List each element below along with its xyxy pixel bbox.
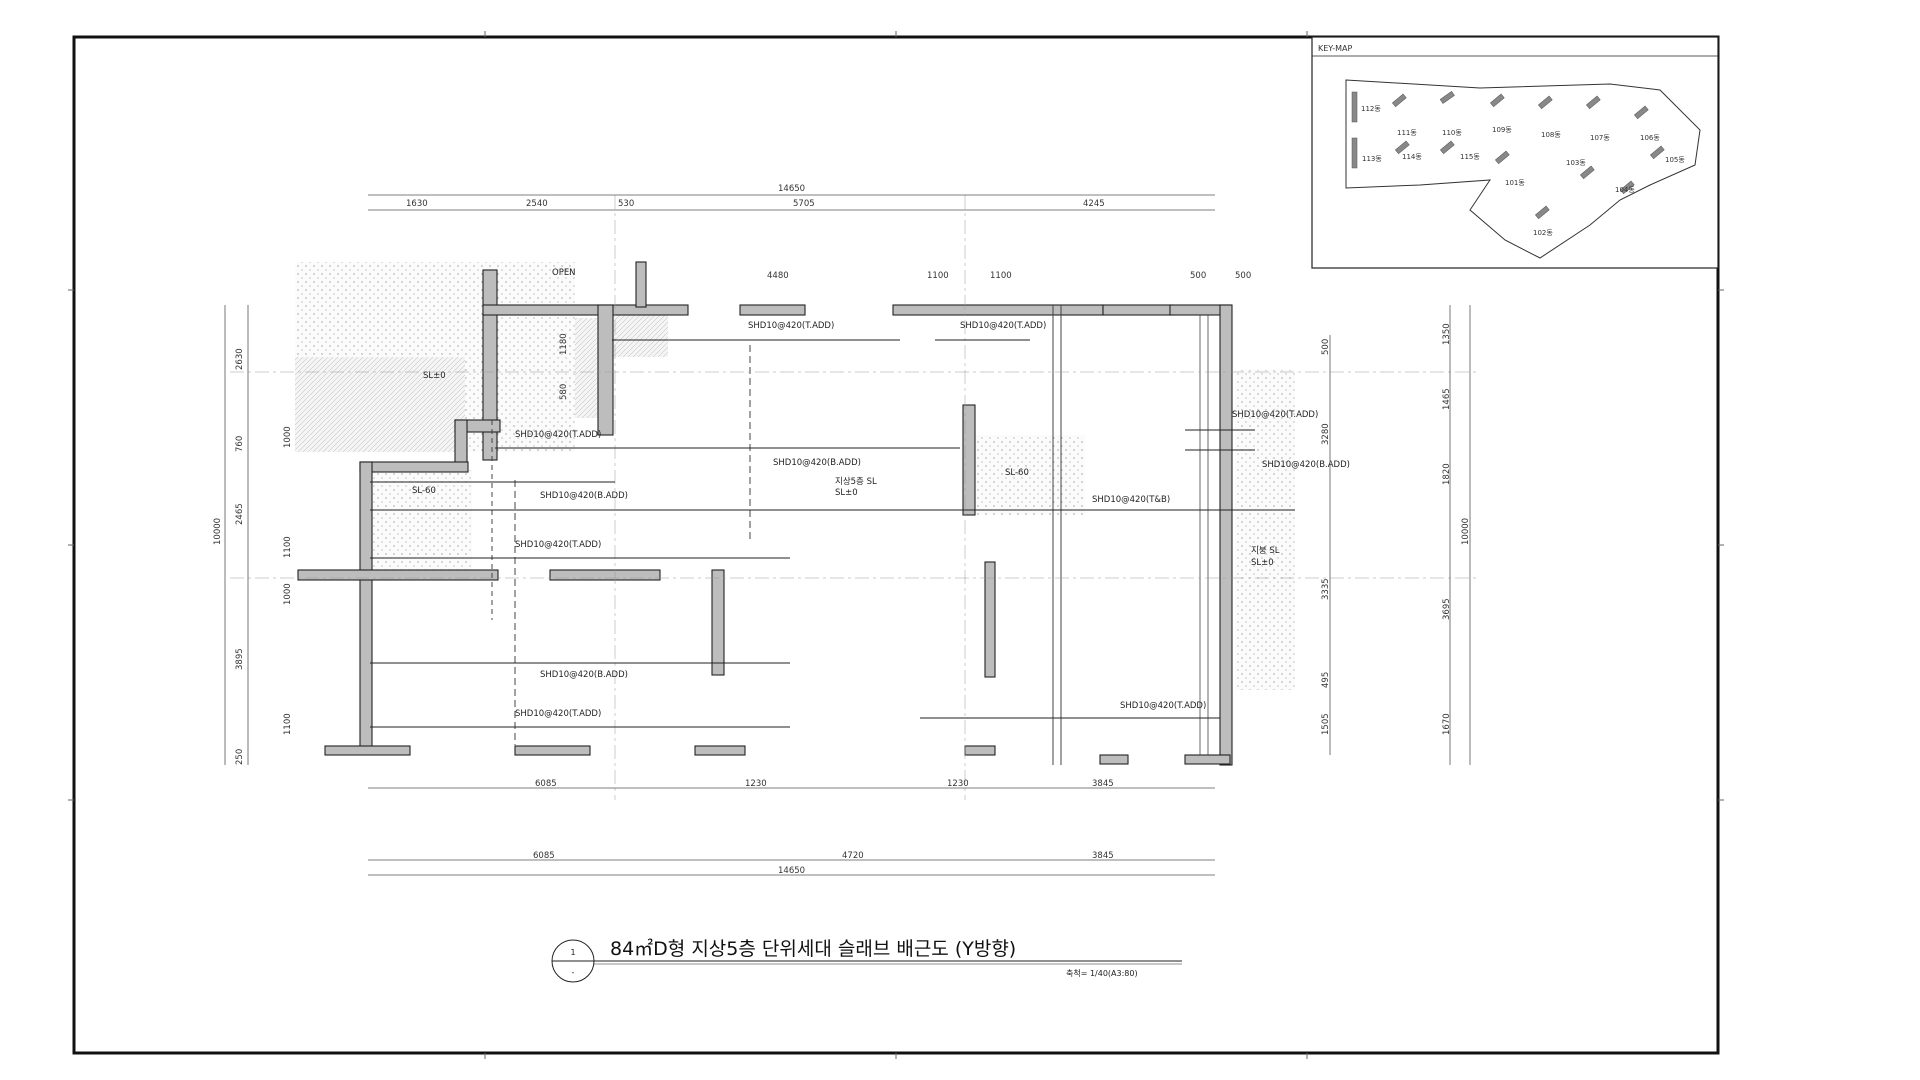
rebar-label-11: SHD10@420(T.ADD) <box>515 709 601 719</box>
dim-left-total: 10000 <box>213 518 223 545</box>
dim-right-4: 3695 <box>1442 598 1452 620</box>
keymap-building-114: 114동 <box>1402 153 1422 161</box>
reference-lines <box>230 195 1480 800</box>
keymap-building-111: 111동 <box>1397 129 1417 137</box>
dim-left-inner-6: 1100 <box>283 713 293 735</box>
keymap-building-110: 110동 <box>1442 129 1462 137</box>
dim-top-inner-2: 1100 <box>927 271 949 281</box>
drawing-title: 84㎡D형 지상5층 단위세대 슬래브 배근도 (Y방향) <box>610 937 1016 960</box>
keymap-building-115: 115동 <box>1460 153 1480 161</box>
rebar-label-2: SHD10@420(T.ADD) <box>960 321 1046 331</box>
dim-left-inner-1: 1180 <box>559 333 569 355</box>
dim-left-4: 3895 <box>235 648 245 670</box>
dim-right-inner-2: 3280 <box>1321 423 1331 445</box>
dim-top-3: 530 <box>618 199 634 209</box>
border-ticks <box>68 31 1724 1059</box>
level-label-7: SL±0 <box>1251 558 1274 568</box>
level-label-3: SL-60 <box>1005 468 1029 478</box>
dim-bottom-2: 4720 <box>842 851 864 861</box>
dim-left-1: 2630 <box>235 348 245 370</box>
dim-top-inner-4: 500 <box>1190 271 1206 281</box>
detail-number: 1 <box>570 948 575 957</box>
structural-walls <box>297 261 1233 766</box>
keymap-building-103: 103동 <box>1566 159 1586 167</box>
level-label-5: SL±0 <box>835 488 858 498</box>
keymap-building-104: 104동 <box>1615 186 1635 194</box>
dim-top-4: 5705 <box>793 199 815 209</box>
dim-bottom-inner-3: 1230 <box>947 779 969 789</box>
dim-right-total: 10000 <box>1461 518 1471 545</box>
drawing-title-block: 1 - 84㎡D형 지상5층 단위세대 슬래브 배근도 (Y방향) 축척= 1/… <box>551 937 1182 983</box>
dim-left-3: 2465 <box>235 503 245 525</box>
dim-right-inner-1: 500 <box>1321 339 1331 355</box>
dim-right-inner-5: 1505 <box>1321 713 1331 735</box>
dim-top-2: 2540 <box>526 199 548 209</box>
building-icons <box>1351 90 1665 220</box>
dim-bottom-1: 6085 <box>533 851 555 861</box>
key-map: KEY-MAP 112동 111동 110동 109동 108동 107동 10… <box>1311 36 1719 269</box>
key-map-label: KEY-MAP <box>1318 44 1353 53</box>
rebar-lines <box>370 339 1295 728</box>
rebar-label-7: SHD10@420(T&B) <box>1092 495 1170 505</box>
rebar-label-6: SHD10@420(T.ADD) <box>515 430 601 440</box>
dim-right-3: 1820 <box>1442 463 1452 485</box>
dim-right-inner-4: 495 <box>1321 672 1331 688</box>
dim-top-1: 1630 <box>406 199 428 209</box>
dim-right-5: 1670 <box>1442 713 1452 735</box>
rebar-label-9: SHD10@420(B.ADD) <box>540 670 628 680</box>
scale-text: 축척= 1/40(A3:80) <box>1066 969 1138 978</box>
keymap-building-108: 108동 <box>1541 131 1561 139</box>
level-label-2: SL-60 <box>412 486 436 496</box>
level-label-4: 지상5층 SL <box>835 476 877 487</box>
keymap-building-112: 112동 <box>1361 105 1381 113</box>
rebar-label-4: SHD10@420(B.ADD) <box>1262 460 1350 470</box>
dim-bottom-3: 3845 <box>1092 851 1114 861</box>
detail-sheet: - <box>572 968 575 977</box>
site-outline <box>1345 79 1701 259</box>
dim-bottom-inner-2: 1230 <box>745 779 767 789</box>
dim-right-2: 1465 <box>1442 388 1452 410</box>
rebar-label-10: SHD10@420(T.ADD) <box>515 540 601 550</box>
dim-top-total: 14650 <box>778 184 805 194</box>
rebar-label-12: SHD10@420(T.ADD) <box>1120 701 1206 711</box>
keymap-building-101: 101동 <box>1505 179 1525 187</box>
level-label-6: 지붕 SL <box>1251 546 1280 556</box>
dim-left-5: 250 <box>235 749 245 765</box>
dim-left-2: 760 <box>235 436 245 452</box>
rebar-label-1: SHD10@420(T.ADD) <box>748 321 834 331</box>
keymap-building-106: 106동 <box>1640 134 1660 142</box>
dim-top-inner-3: 1100 <box>990 271 1012 281</box>
dim-bottom-total: 14650 <box>778 866 805 876</box>
opening-label: OPEN <box>552 268 576 278</box>
dim-left-inner-5: 1000 <box>283 583 293 605</box>
dim-right-inner-3: 3335 <box>1321 578 1331 600</box>
rebar-label-8: SHD10@420(B.ADD) <box>540 491 628 501</box>
keymap-building-107: 107동 <box>1590 134 1610 142</box>
dim-left-inner-2: 580 <box>559 384 569 400</box>
dim-bottom-inner-1: 6085 <box>535 779 557 789</box>
level-label-1: SL±0 <box>423 371 446 381</box>
keymap-building-102: 102동 <box>1533 229 1553 237</box>
dim-top-inner-5: 500 <box>1235 271 1251 281</box>
rebar-label-5: SHD10@420(B.ADD) <box>773 458 861 468</box>
keymap-building-105: 105동 <box>1665 156 1685 164</box>
dim-left-inner-3: 1000 <box>283 426 293 448</box>
dim-top-5: 4245 <box>1083 199 1105 209</box>
dim-left-inner-4: 1100 <box>283 536 293 558</box>
dimension-lines <box>224 194 1471 876</box>
rebar-label-3: SHD10@420(T.ADD) <box>1232 410 1318 420</box>
dim-right-1: 1350 <box>1442 323 1452 345</box>
keymap-building-109: 109동 <box>1492 126 1512 134</box>
keymap-building-113: 113동 <box>1362 155 1382 163</box>
dim-bottom-inner-4: 3845 <box>1092 779 1114 789</box>
dim-top-inner-1: 4480 <box>767 271 789 281</box>
